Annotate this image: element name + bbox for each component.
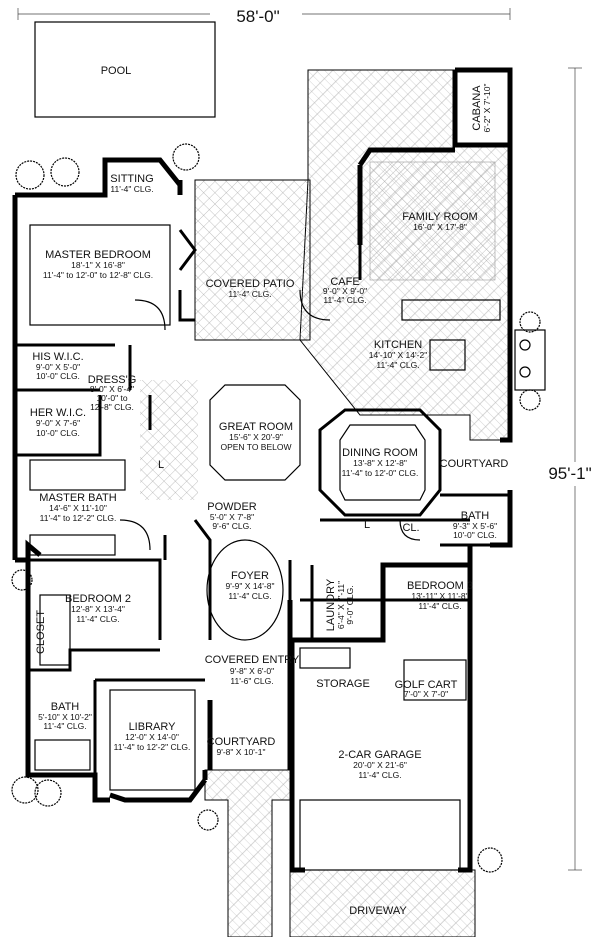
svg-text:16'-0" X 17'-8": 16'-0" X 17'-8" (413, 222, 467, 232)
his-wic-label: HIS W.I.C. (32, 351, 83, 363)
svg-text:11'-4" CLG.: 11'-4" CLG. (43, 721, 86, 731)
svg-text:10'-0" CLG.: 10'-0" CLG. (36, 371, 80, 381)
svg-text:9'-0" X 5'-0": 9'-0" X 5'-0" (36, 362, 80, 372)
svg-text:11'-4" CLG.: 11'-4" CLG. (358, 770, 401, 780)
svg-text:9'-0" X 7'-6": 9'-0" X 7'-6" (36, 418, 80, 428)
her-wic-label: HER W.I.C. (30, 407, 86, 419)
svg-text:11'-4" CLG.: 11'-4" CLG. (228, 591, 271, 601)
courtyard-east-label: COURTYARD (440, 458, 509, 470)
svg-text:18'-1" X 16'-8": 18'-1" X 16'-8" (71, 260, 125, 270)
bath-west-label: BATH (51, 701, 80, 713)
svg-text:14'-6" X 11'-10": 14'-6" X 11'-10" (49, 503, 107, 513)
svg-text:11'-6" CLG.: 11'-6" CLG. (230, 676, 273, 686)
svg-text:9'-6" CLG.: 9'-6" CLG. (212, 521, 251, 531)
svg-text:9'-8" X 10'-1": 9'-8" X 10'-1" (217, 747, 266, 757)
laundry-label: LAUNDRY 6'-4" X 7'-11" 9'-0" CLG. (325, 578, 355, 631)
svg-text:13'-8" X 12'-8": 13'-8" X 12'-8" (353, 458, 407, 468)
cafe-label: CAFE (330, 276, 359, 288)
svg-text:12'-8" X 13'-4": 12'-8" X 13'-4" (71, 604, 125, 614)
svg-text:7'-0" X 7'-0": 7'-0" X 7'-0" (404, 689, 448, 699)
svg-text:11'-4" CLG.: 11'-4" CLG. (376, 360, 419, 370)
svg-text:5'-0" X 7'-8": 5'-0" X 7'-8" (210, 512, 254, 522)
svg-text:CABANA: CABANA (471, 85, 483, 131)
svg-text:11'-4" CLG.: 11'-4" CLG. (418, 601, 461, 611)
depth-dimension: 95'-1" (548, 464, 591, 483)
garage-label: 2-CAR GARAGE (338, 749, 421, 761)
svg-text:13'-11" X 11'-8": 13'-11" X 11'-8" (411, 591, 468, 601)
cabana-label: CABANA 6'-2" X 7'-10" (471, 84, 492, 133)
interior-details (29, 224, 546, 871)
svg-text:6'-2" X 7'-10": 6'-2" X 7'-10" (482, 84, 492, 133)
svg-text:10'-0" to: 10'-0" to (96, 393, 127, 403)
svg-text:11'-4" CLG.: 11'-4" CLG. (228, 289, 271, 299)
svg-text:11'-4" CLG.: 11'-4" CLG. (76, 614, 119, 624)
svg-text:11'-4" to 12'-0" to 12'-8" CLG: 11'-4" to 12'-0" to 12'-8" CLG. (43, 270, 153, 280)
master-bath-label: MASTER BATH (39, 492, 116, 504)
master-bedroom-label: MASTER BEDROOM (45, 249, 151, 261)
svg-text:12'-0" X 14'-0": 12'-0" X 14'-0" (125, 732, 179, 742)
width-dimension: 58'-0" (236, 7, 279, 26)
covered-entry-label: COVERED ENTRY (205, 654, 300, 666)
storage-label: STORAGE (316, 678, 370, 690)
great-room-label: GREAT ROOM (219, 421, 293, 433)
svg-text:11'-4" to 12'-0" CLG.: 11'-4" to 12'-0" CLG. (342, 468, 419, 478)
closet-b2-label: CLOSET (35, 610, 47, 654)
svg-text:14'-10" X 14'-2": 14'-10" X 14'-2" (369, 350, 427, 360)
foyer-label: FOYER (231, 570, 269, 582)
svg-text:11'-4" CLG.: 11'-4" CLG. (323, 295, 366, 305)
svg-text:9'-9" X 14'-8": 9'-9" X 14'-8" (226, 581, 275, 591)
dining-room-label: DINING ROOM (342, 447, 418, 459)
powder-label: POWDER (207, 501, 257, 513)
svg-text:10'-0" CLG.: 10'-0" CLG. (36, 428, 80, 438)
svg-text:12'-8" CLG.: 12'-8" CLG. (90, 402, 134, 412)
family-room-label: FAMILY ROOM (402, 211, 477, 223)
svg-text:10'-0" CLG.: 10'-0" CLG. (453, 530, 497, 540)
bedroom3-label: BEDROOM 3 (407, 580, 473, 592)
svg-text:9'-0" X 9'-0": 9'-0" X 9'-0" (323, 286, 367, 296)
svg-text:9'-8" X 6'-0": 9'-8" X 6'-0" (230, 666, 274, 676)
svg-text:20'-0" X 21'-6": 20'-0" X 21'-6" (353, 760, 407, 770)
svg-text:OPEN TO BELOW: OPEN TO BELOW (220, 442, 291, 452)
courtyard-front-label: COURTYARD (207, 736, 276, 748)
covered-patio-label: COVERED PATIO (206, 278, 295, 290)
svg-text:11'-4" CLG.: 11'-4" CLG. (110, 184, 153, 194)
svg-text:11'-4" to 12'-2" CLG.: 11'-4" to 12'-2" CLG. (114, 742, 191, 752)
front-paving (204, 769, 476, 937)
dressing-label: DRESS'G (88, 374, 137, 386)
svg-text:LAUNDRY: LAUNDRY (325, 578, 337, 631)
closet-cl-label: CL. (402, 522, 419, 534)
svg-text:15'-6" X 20'-9": 15'-6" X 20'-9" (229, 432, 283, 442)
bath-east-label: BATH (461, 510, 490, 522)
room-labels: POOL CABANA 6'-2" X 7'-10" SITTING 11'-4… (30, 65, 508, 917)
lanai-paving (140, 69, 511, 500)
driveway-label: DRIVEWAY (349, 905, 407, 917)
closet-l2-label: L (364, 519, 370, 531)
landscaping (11, 143, 541, 873)
kitchen-label: KITCHEN (374, 339, 422, 351)
svg-text:6'-4" X 7'-11": 6'-4" X 7'-11" (336, 581, 346, 629)
svg-text:8'-0" X 6'-4": 8'-0" X 6'-4" (90, 384, 134, 394)
sitting-label: SITTING (110, 173, 153, 185)
svg-text:11'-4" to 12'-2" CLG.: 11'-4" to 12'-2" CLG. (40, 513, 117, 523)
pool (34, 21, 216, 118)
pool-label: POOL (101, 65, 132, 77)
library-label: LIBRARY (129, 721, 177, 733)
svg-text:9'-0" CLG.: 9'-0" CLG. (345, 585, 355, 624)
bedroom2-label: BEDROOM 2 (65, 593, 131, 605)
interior-walls (15, 229, 510, 775)
svg-text:5'-10" X 10'-2": 5'-10" X 10'-2" (38, 712, 92, 722)
closet-l1-label: L (158, 459, 164, 471)
golf-cart-label: GOLF CART (395, 679, 458, 691)
svg-text:9'-3" X 5'-6": 9'-3" X 5'-6" (453, 521, 497, 531)
